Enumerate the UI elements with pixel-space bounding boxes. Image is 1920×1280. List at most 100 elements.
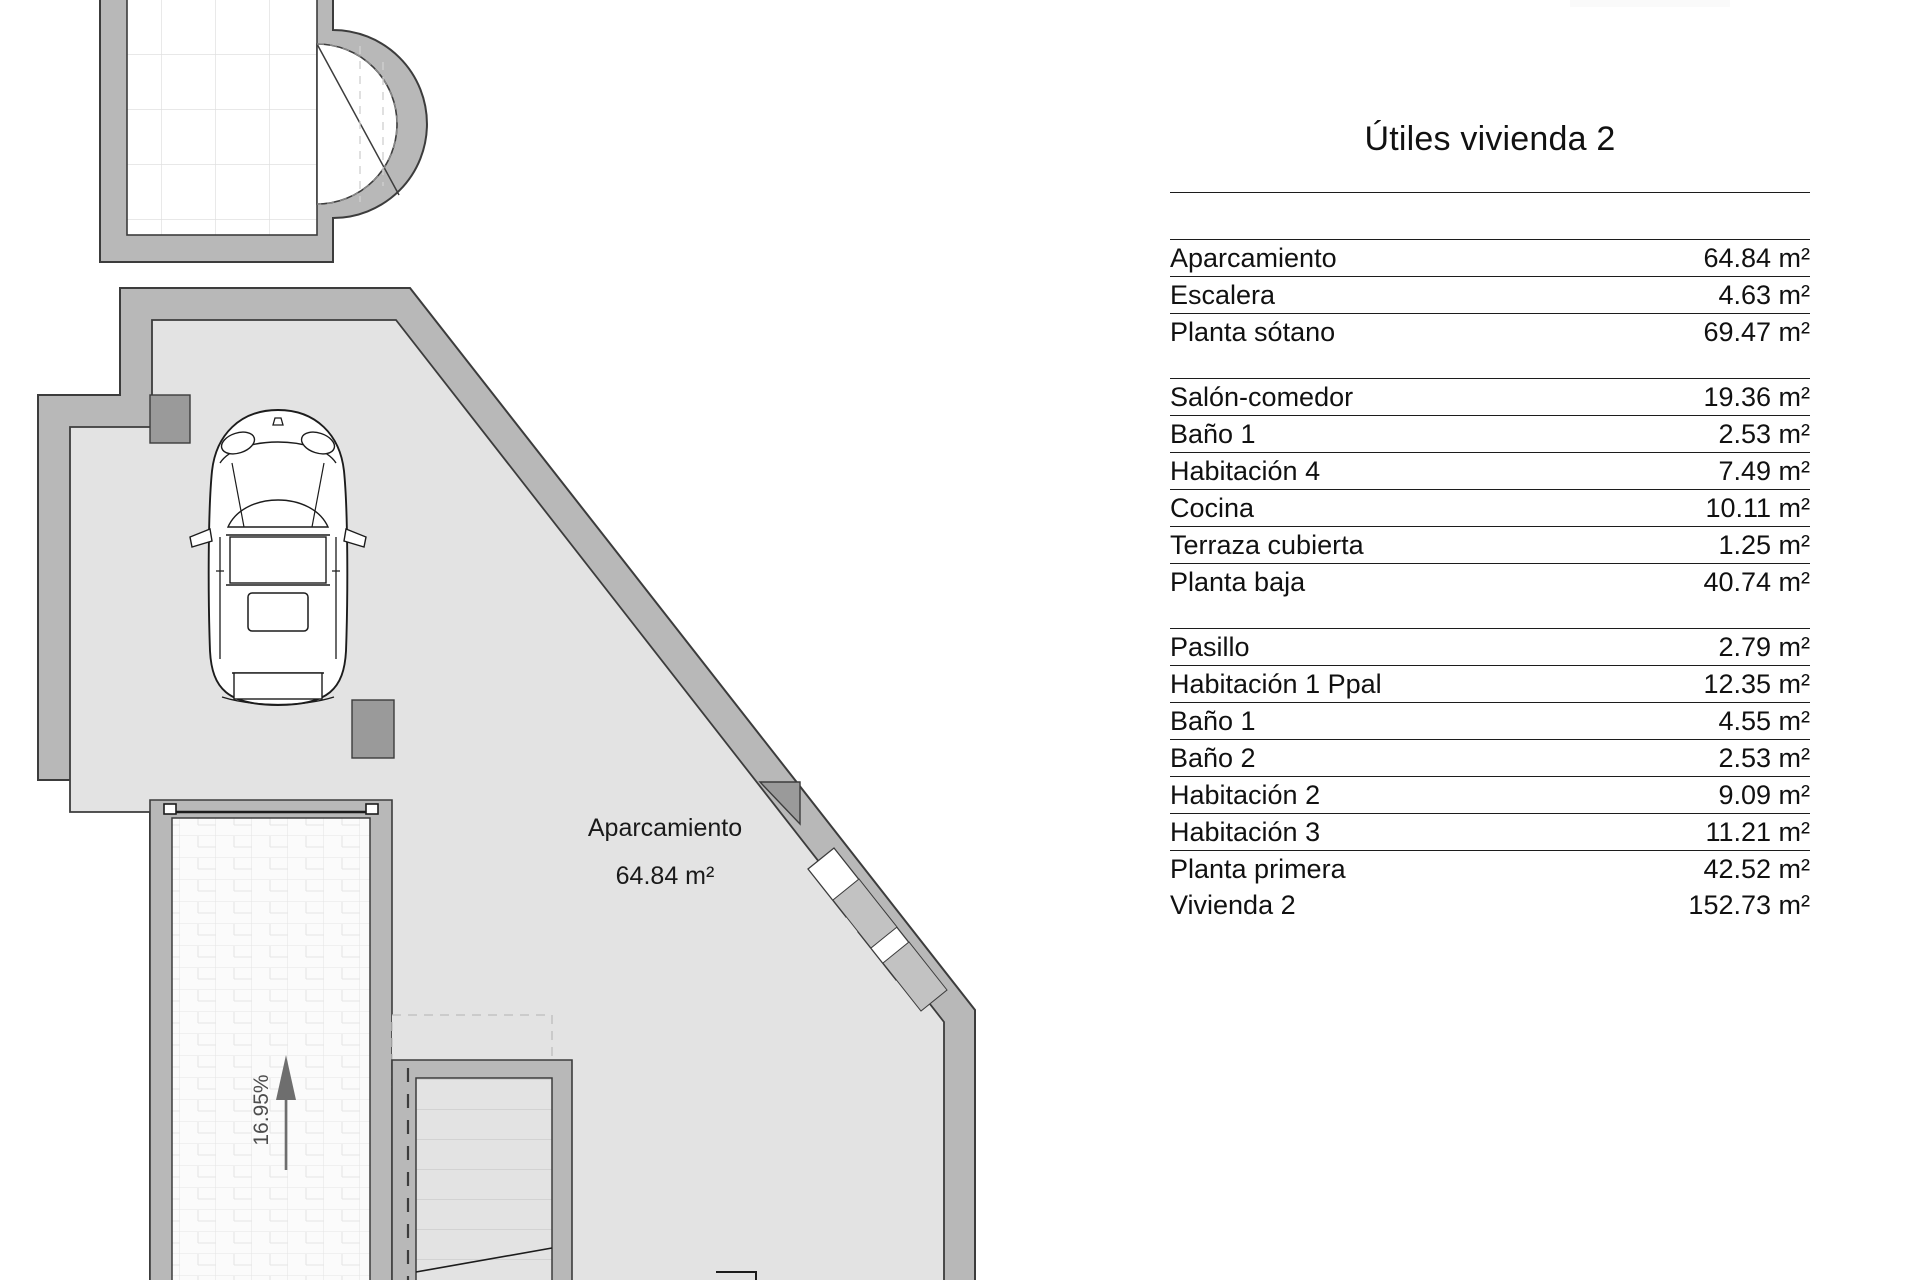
ramp-deck: [171, 817, 371, 1280]
schedule-block-gap: [1170, 350, 1810, 379]
bottom-wall-markers: [716, 1271, 757, 1280]
schedule-row-name: Escalera: [1170, 276, 1550, 314]
schedule-row-value: 10.11 m²: [1550, 489, 1810, 527]
schedule-row-value: 2.53 m²: [1550, 739, 1810, 777]
schedule-row-name: Planta sótano: [1170, 313, 1550, 350]
schedule-row-value: 64.84 m²: [1550, 239, 1810, 277]
floor-plan-canvas: 16.95% Aparcamiento 64.84 m²: [37, 0, 976, 1280]
schedule-row-name: Planta primera: [1170, 850, 1550, 887]
schedule-title: Útiles vivienda 2: [1364, 120, 1616, 158]
staircase-group: [391, 1014, 573, 1280]
car-antenna-base: [272, 417, 284, 426]
schedule-row-value: 12.35 m²: [1550, 665, 1810, 703]
upper-room-group: [99, 0, 428, 263]
schedule-row-value: 9.09 m²: [1550, 776, 1810, 814]
schedule-row-value: 7.49 m²: [1550, 452, 1810, 490]
schedule-row: Vivienda 2 152.73 m²: [1170, 887, 1810, 923]
schedule-row-name: Cocina: [1170, 489, 1550, 527]
schedule-row-name: Aparcamiento: [1170, 239, 1550, 277]
car-rear-bumper: [221, 696, 335, 706]
stair-flight: [415, 1077, 553, 1280]
schedule-row-value: 4.63 m²: [1550, 276, 1810, 314]
car-headlight-left: [220, 431, 256, 455]
floor-plan-drawing: 16.95% Aparcamiento 64.84 m²: [37, 0, 976, 1280]
parking-room-name: Aparcamiento: [588, 814, 742, 842]
schedule-row-name: Habitación 1 Ppal: [1170, 665, 1550, 703]
schedule-row-name: Baño 1: [1170, 415, 1550, 453]
pilaster-left-upper: [149, 394, 191, 444]
schedule-row-value: 152.73 m²: [1688, 890, 1810, 920]
stair-cut-line: [415, 1247, 553, 1273]
door-swing-arc: [316, 43, 398, 205]
schedule-block-gap: [1170, 600, 1810, 629]
schedule-row-name: Planta baja: [1170, 563, 1550, 600]
car-mirror-left: [189, 528, 213, 548]
apse-center-lines: [359, 46, 384, 202]
schedule-row-value: 2.79 m²: [1550, 628, 1810, 666]
sheet-top-edge-artifact: [1570, 0, 1730, 7]
schedule-row-value: 2.53 m²: [1550, 415, 1810, 453]
car-pillar-creases: [231, 462, 325, 528]
schedule-row-value: 40.74 m²: [1550, 563, 1810, 600]
schedule-row-name: Baño 1: [1170, 702, 1550, 740]
schedule-row-value: 69.47 m²: [1550, 313, 1810, 350]
schedule-row-value: 1.25 m²: [1550, 526, 1810, 564]
door-swing-line: [316, 43, 400, 196]
ramp-rail-post-left: [163, 803, 177, 815]
schedule-row-value: 4.55 m²: [1550, 702, 1810, 740]
car-bonnet-edge: [219, 441, 337, 464]
car-windscreen: [226, 499, 330, 528]
pilaster-ramp-right: [351, 699, 395, 759]
schedule-row-name: Terraza cubierta: [1170, 526, 1550, 564]
schedule-title-rule: [1170, 192, 1810, 193]
car-roof: [229, 536, 327, 584]
upper-room-floor: [126, 0, 318, 236]
schedule-row-name: Pasillo: [1170, 628, 1550, 666]
car-mirror-right: [343, 528, 367, 548]
car-boot: [233, 672, 323, 700]
schedule-row-name: Habitación 2: [1170, 776, 1550, 814]
car-door-lines: [219, 537, 337, 659]
schedule-row-name: Habitación 3: [1170, 813, 1550, 851]
schedule-row-name: Habitación 4: [1170, 452, 1550, 490]
apse-inner: [316, 43, 398, 205]
parking-area-label-group: Aparcamiento 64.84 m²: [588, 814, 742, 890]
ramp-rail-post-right: [365, 803, 379, 815]
pilaster-diagonal-upper: [758, 781, 801, 826]
ramp-group: 16.95%: [149, 799, 393, 1280]
schedule-block-gap-cell: [1170, 600, 1810, 629]
parking-room-area: 64.84 m²: [616, 862, 715, 890]
schedule-block-gap-cell: [1170, 350, 1810, 379]
schedule-row-value: 19.36 m²: [1550, 378, 1810, 416]
schedule-row-name: Vivienda 2: [1170, 890, 1296, 920]
diagonal-wall-segments: [832, 878, 948, 1012]
slope-arrow-icon: [276, 1055, 296, 1170]
car-sunroof: [247, 592, 309, 632]
schedule-row-name: Salón-comedor: [1170, 378, 1550, 416]
ramp-slope-label: 16.95%: [250, 1074, 273, 1145]
schedule-row-value: 11.21 m²: [1550, 813, 1810, 851]
slope-arrow-head: [276, 1055, 296, 1100]
bottom-door-marker: [716, 1271, 757, 1280]
car-headlight-right: [300, 431, 336, 455]
schedule-row-name: Baño 2: [1170, 739, 1550, 777]
car-icon: [189, 409, 367, 706]
